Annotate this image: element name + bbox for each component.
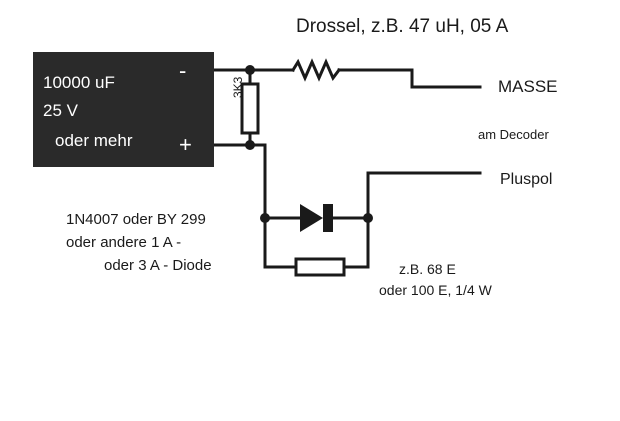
capacitor-minus-sign: - [179, 58, 187, 83]
junction-dot [245, 140, 255, 150]
capacitor-note: oder mehr [55, 131, 133, 150]
resistor-68e [294, 257, 346, 277]
diode-note-line1: 1N4007 oder BY 299 [66, 211, 206, 228]
wire-plus-down [263, 143, 298, 269]
diode-note-line2: oder andere 1 A - [66, 234, 182, 251]
diode-cathode-bar [323, 204, 333, 232]
capacitor-value: 10000 uF [43, 73, 115, 92]
choke-inductor [290, 58, 342, 82]
diode-note-line3: oder 3 A - Diode [104, 257, 212, 274]
wire-to-masse [337, 68, 482, 89]
wire-res-right [342, 171, 384, 269]
junction-dot [245, 65, 255, 75]
diode-triangle [300, 204, 323, 232]
capacitor-voltage: 25 V [43, 101, 78, 120]
junction-dot [363, 213, 373, 223]
resistor-3k3 [240, 82, 260, 135]
pluspol-label: Pluspol [500, 171, 553, 188]
capacitor-block: 10000 uF 25 V oder mehr - + [33, 52, 214, 167]
resistor-note-line2: oder 100 E, 1/4 W [379, 282, 492, 298]
capacitor-plus-sign: + [179, 132, 192, 157]
junction-dot [260, 213, 270, 223]
choke-label: Drossel, z.B. 47 uH, 05 A [296, 16, 509, 37]
masse-label: MASSE [498, 77, 558, 96]
decoder-label: am Decoder [478, 127, 549, 142]
resistor-3k3-label: 3K3 [231, 76, 245, 98]
resistor-note-line1: z.B. 68 E [399, 261, 456, 277]
